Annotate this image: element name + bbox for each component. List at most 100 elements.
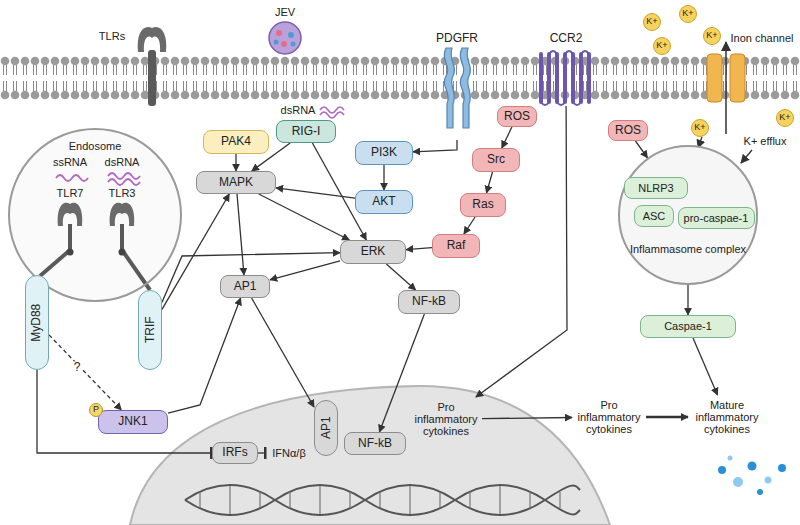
node-label: AP1 xyxy=(319,417,332,440)
process-box: ROS xyxy=(608,120,648,141)
arrow-connector xyxy=(235,154,236,171)
node-label: ASC xyxy=(643,210,666,222)
text-label: JEV xyxy=(275,6,295,18)
interferon-text: IFNα/β xyxy=(266,444,312,462)
arrow-connector xyxy=(482,418,572,419)
cytokine-dots-part xyxy=(778,464,786,472)
ccr2-receptor-part xyxy=(541,51,589,105)
process-box: AKT xyxy=(355,190,413,214)
nucleus-part xyxy=(185,485,580,515)
virus-part xyxy=(288,32,294,38)
inhibition-line xyxy=(37,370,212,453)
text-label: ssRNA xyxy=(53,156,87,168)
arrow-connector xyxy=(502,127,512,148)
process-box: RIG-I xyxy=(276,120,336,143)
endosome-contents-part xyxy=(40,224,70,276)
process-box: ERK xyxy=(340,240,406,264)
cytokine-dots-part xyxy=(748,462,757,471)
endosome-contents-part xyxy=(110,203,135,226)
virus-part xyxy=(281,41,287,47)
rig-rna-part xyxy=(320,107,344,118)
inhibition-line xyxy=(258,452,266,453)
phospho-mark: P xyxy=(89,403,103,417)
process-box: NLRP3 xyxy=(624,177,688,199)
cytokine-dots-part xyxy=(728,456,733,461)
node-label: Caspae-1 xyxy=(664,320,712,332)
arrow-connector xyxy=(636,141,648,158)
cytokine-dots-part xyxy=(765,477,772,484)
ion-symbol: K+ xyxy=(653,37,671,55)
arrow-connector xyxy=(276,188,355,198)
pdgfr-receptor-part xyxy=(444,48,454,128)
node-label: MyD88 xyxy=(30,303,43,341)
ccr2-receptor-part xyxy=(541,54,589,102)
endosome-contents-part xyxy=(67,249,74,256)
process-box: TRIF xyxy=(138,290,162,370)
cytokine-text: Pro inflammatory cytokines xyxy=(572,395,646,439)
pdgfr-receptor-part xyxy=(460,48,470,128)
rig-rna xyxy=(320,107,344,118)
virus-part xyxy=(269,22,301,54)
ion-symbol: K+ xyxy=(703,27,721,45)
cytokine-dots xyxy=(718,456,786,496)
arrow-connector xyxy=(693,338,718,395)
arrow-connector xyxy=(464,217,475,234)
process-box: PI3K xyxy=(355,141,413,165)
arrow-connector xyxy=(162,194,229,309)
pdgfr-receptor xyxy=(444,48,470,128)
node-label: Ras xyxy=(472,198,493,211)
nucleus xyxy=(130,386,610,525)
node-label: PAK4 xyxy=(221,135,251,148)
ion-symbol: K+ xyxy=(776,109,794,127)
ion-symbol: K+ xyxy=(643,13,661,31)
tlr-receptor xyxy=(138,27,167,106)
process-box: ROS xyxy=(497,106,537,127)
node-label: CCR2 xyxy=(550,32,583,45)
node-label: IFNα/β xyxy=(272,447,305,459)
node-label: Inflammasome complex xyxy=(620,243,756,255)
ion-channel-part xyxy=(725,42,727,134)
process-box: JNK1 xyxy=(98,410,168,434)
node-label: ROS xyxy=(615,124,641,137)
nucleus-part xyxy=(130,386,610,525)
nucleus-part xyxy=(185,485,580,515)
tlr-receptor-part xyxy=(138,27,167,52)
endosome-contents-part xyxy=(119,249,126,256)
node-label: Pro inflammatory cytokines xyxy=(572,399,646,436)
node-label: NF-kB xyxy=(412,295,446,308)
node-label: AP1 xyxy=(234,280,257,293)
process-box: PAK4 xyxy=(203,130,269,154)
arrow-connector xyxy=(383,165,384,190)
virus xyxy=(269,22,301,54)
virus-part xyxy=(291,42,296,47)
arrow-connector xyxy=(687,285,688,315)
process-box: Ras xyxy=(460,193,506,217)
node-label: Src xyxy=(487,153,505,166)
text-label: TLR3 xyxy=(109,187,136,199)
membrane-part xyxy=(0,56,800,100)
node-label: JNK1 xyxy=(118,415,147,428)
arrow-connector xyxy=(386,264,415,290)
ccr2-receptor xyxy=(541,51,589,105)
node-label: AKT xyxy=(372,195,395,208)
nucleus-part xyxy=(200,486,560,514)
process-box: ASC xyxy=(634,205,674,227)
node-label: PDGFR xyxy=(436,32,478,45)
process-box: AP1 xyxy=(314,400,338,456)
text-label: TLR7 xyxy=(57,187,84,199)
arrow-connector xyxy=(487,172,493,193)
process-box: AP1 xyxy=(220,275,270,298)
arrow-connector xyxy=(162,253,340,303)
cytokine-dots-part xyxy=(757,489,763,495)
membrane xyxy=(0,56,800,100)
node-label: IRFs xyxy=(222,446,247,459)
endosome-contents-part xyxy=(108,173,140,185)
process-box: Raf xyxy=(432,234,480,258)
ion-symbol: K+ xyxy=(691,119,709,137)
node-label: PI3K xyxy=(371,146,397,159)
endosome-contents-part xyxy=(58,203,83,226)
node-label: Endosome xyxy=(69,140,122,152)
process-box: NF-kB xyxy=(344,432,406,455)
